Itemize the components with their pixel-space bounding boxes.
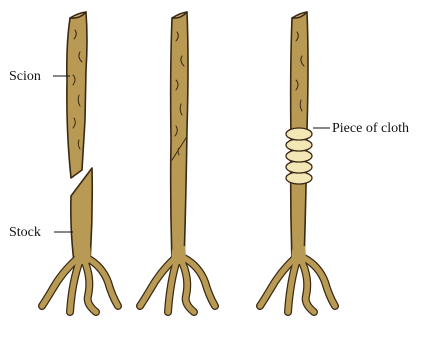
svg-text:Scion: Scion bbox=[9, 69, 41, 84]
label-cloth: Piece of cloth bbox=[313, 121, 409, 136]
cloth-wrap bbox=[286, 128, 312, 184]
scion-stem bbox=[67, 12, 87, 178]
stage-2-joined bbox=[140, 12, 215, 312]
stock-roots-1-fill bbox=[42, 258, 118, 312]
joined-stem bbox=[171, 12, 188, 262]
stage-1-separated bbox=[42, 12, 118, 312]
svg-text:Piece of cloth: Piece of cloth bbox=[332, 121, 409, 136]
label-stock: Stock bbox=[9, 225, 73, 240]
label-scion: Scion bbox=[9, 69, 70, 84]
stage-3-bound bbox=[260, 12, 335, 312]
svg-text:Stock: Stock bbox=[9, 225, 41, 240]
